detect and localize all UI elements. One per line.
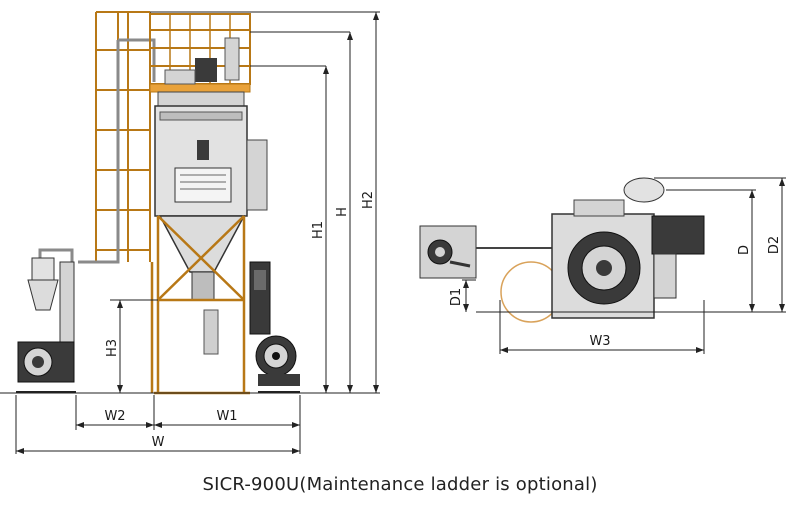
label-h: H <box>335 207 350 217</box>
label-w2: W2 <box>104 409 125 424</box>
conveying-pipe <box>38 38 156 264</box>
maintenance-ladder <box>95 11 151 262</box>
side-arrowheads <box>16 12 379 454</box>
top-view: D D2 D1 W3 <box>419 177 786 354</box>
label-w1: W1 <box>216 409 237 424</box>
control-cabinet <box>249 261 271 335</box>
figure-caption: SICR-900U(Maintenance ladder is optional… <box>202 474 598 495</box>
label-d1: D1 <box>449 288 464 306</box>
label-w: W <box>152 435 165 450</box>
label-h1: H1 <box>311 221 326 239</box>
label-d2: D2 <box>767 236 782 254</box>
top-loader <box>419 225 477 279</box>
label-w3: W3 <box>589 334 610 349</box>
label-h2: H2 <box>361 191 376 209</box>
blower-unit <box>255 335 300 393</box>
side-view: H1 H H2 H3 W2 W1 W <box>0 11 380 454</box>
side-dimensions <box>0 11 380 454</box>
top-platform <box>149 13 251 93</box>
top-arrowheads <box>463 178 785 353</box>
vacuum-loader <box>16 257 76 393</box>
label-d: D <box>737 245 752 255</box>
label-h3: H3 <box>105 339 120 357</box>
top-hopper <box>551 177 705 319</box>
drying-hopper <box>154 91 268 355</box>
